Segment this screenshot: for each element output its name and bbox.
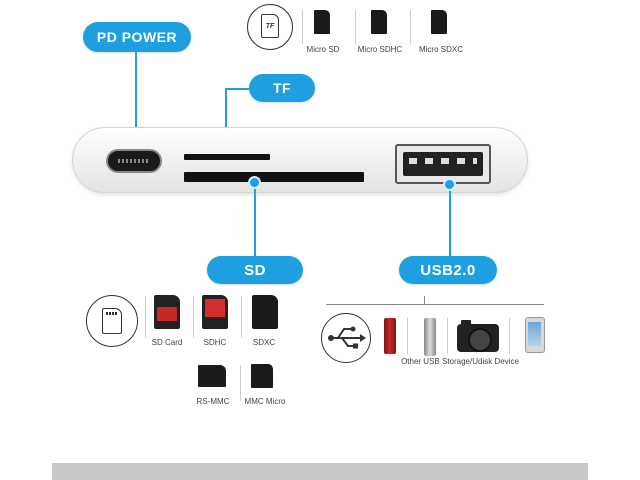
tf-card-circle-icon: TF: [247, 4, 293, 50]
rs-mmc-card-icon: [198, 365, 226, 387]
usb-a-port: [395, 144, 491, 184]
footer-bar: [52, 463, 588, 480]
sd-card-icon: [154, 295, 180, 329]
sdhc-card-icon: [202, 295, 228, 329]
rs-mmc-label: RS-MMC: [196, 397, 230, 406]
sd-card-label: SD Card: [151, 338, 183, 347]
usb-symbol-circle-icon: [321, 313, 371, 363]
tf-icon-label: TF: [265, 22, 275, 30]
sdxc-label: SDXC: [252, 338, 276, 347]
camera-icon: [457, 320, 499, 352]
micro-sdhc-card-icon: [371, 10, 387, 34]
tf-label: TF: [249, 74, 315, 102]
micro-sdxc-card-icon: [431, 10, 447, 34]
usb-port-pointer-dot: [443, 178, 456, 191]
silver-usb-flash-drive-icon: [424, 318, 436, 356]
sdxc-card-icon: [252, 295, 278, 329]
sd-slot-pointer-dot: [248, 176, 261, 189]
sd-card-circle-icon: [86, 295, 138, 347]
tf-card-slot: [184, 154, 270, 160]
type-c-port: [106, 149, 162, 173]
pd-power-label: PD POWER: [83, 22, 191, 52]
sd-card-slot: [184, 172, 364, 182]
tf-card-shape: TF: [261, 14, 279, 38]
mmc-micro-card-icon: [251, 364, 273, 388]
micro-sdhc-label: Micro SDHC: [357, 45, 403, 54]
usb-devices-caption: Other USB Storage/Udisk Device: [401, 357, 519, 366]
sd-label: SD: [207, 256, 303, 284]
micro-sd-card-icon: [314, 10, 330, 34]
micro-sd-label: Micro SD: [306, 45, 340, 54]
usb2-label: USB2.0: [399, 256, 497, 284]
mmc-micro-label: MMC Micro: [244, 397, 286, 406]
micro-sdxc-label: Micro SDXC: [418, 45, 463, 54]
red-usb-flash-drive-icon: [384, 318, 396, 354]
sdhc-label: SDHC: [203, 338, 227, 347]
smartphone-icon: [525, 317, 545, 353]
